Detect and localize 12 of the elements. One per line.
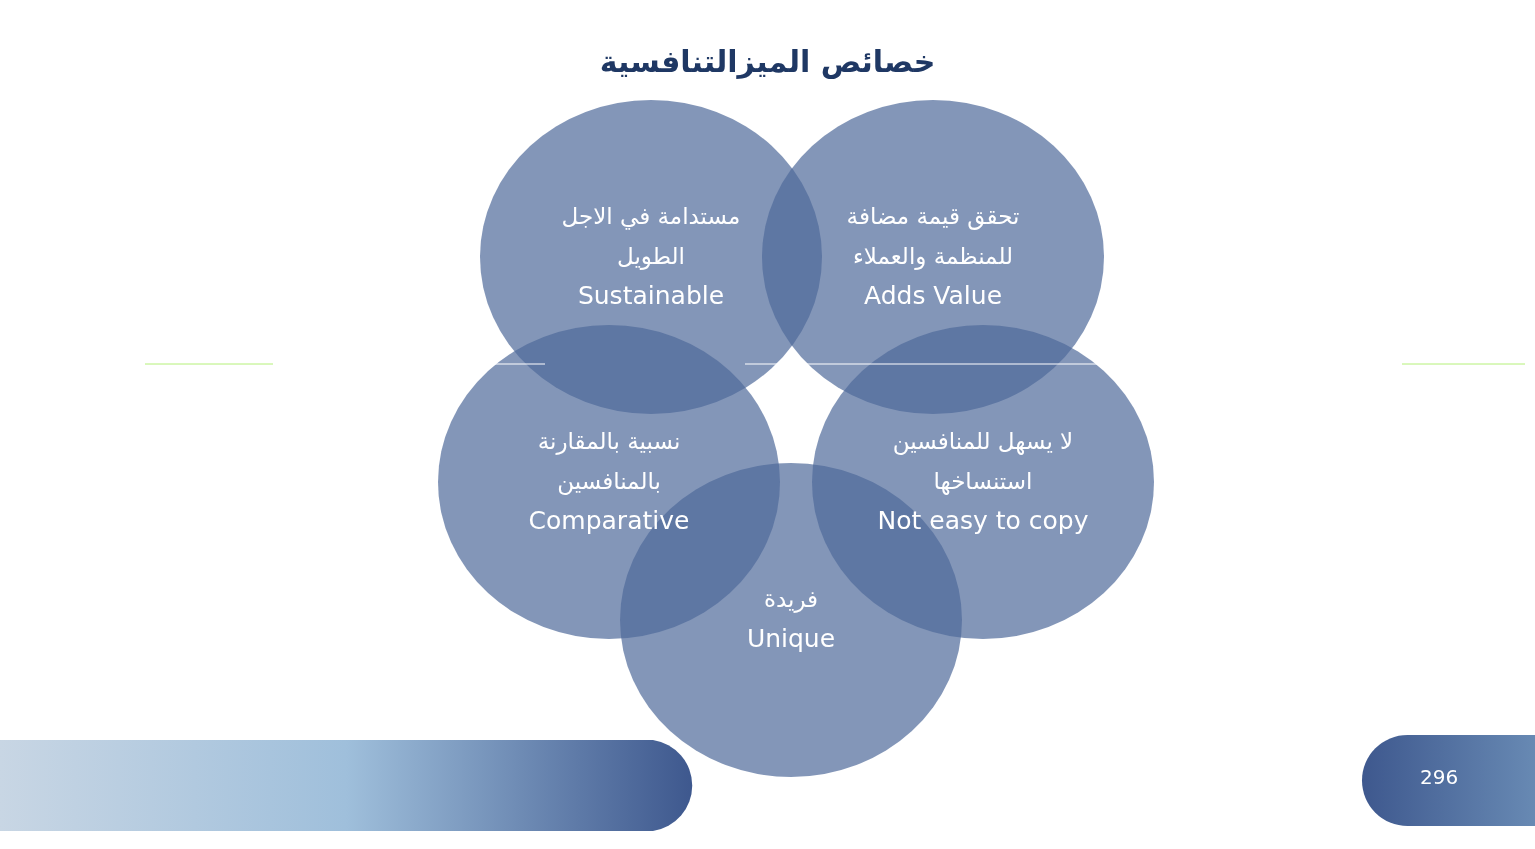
english-label: Unique	[745, 623, 837, 655]
title: خصائص الميزالتنافسية	[598, 44, 937, 79]
arabic-label: مستدامة في الاجل الطويل	[560, 202, 742, 272]
english-label: Comparative	[527, 505, 691, 537]
arabic-label: نسبية بالمقارنة بالمنافسين	[536, 427, 682, 497]
english-label: Sustainable	[576, 280, 726, 312]
arabic-label: لا يسهل للمنافسين استنساخها	[891, 427, 1075, 497]
english-label: Not easy to copy	[876, 505, 1090, 537]
english-label: Adds Value	[863, 280, 1003, 312]
arabic-label: فريدة	[762, 585, 820, 615]
arabic-label: تحقق قيمة مضافة للمنظمة والعملاء	[845, 202, 1021, 272]
page-number: 296	[1420, 764, 1459, 790]
